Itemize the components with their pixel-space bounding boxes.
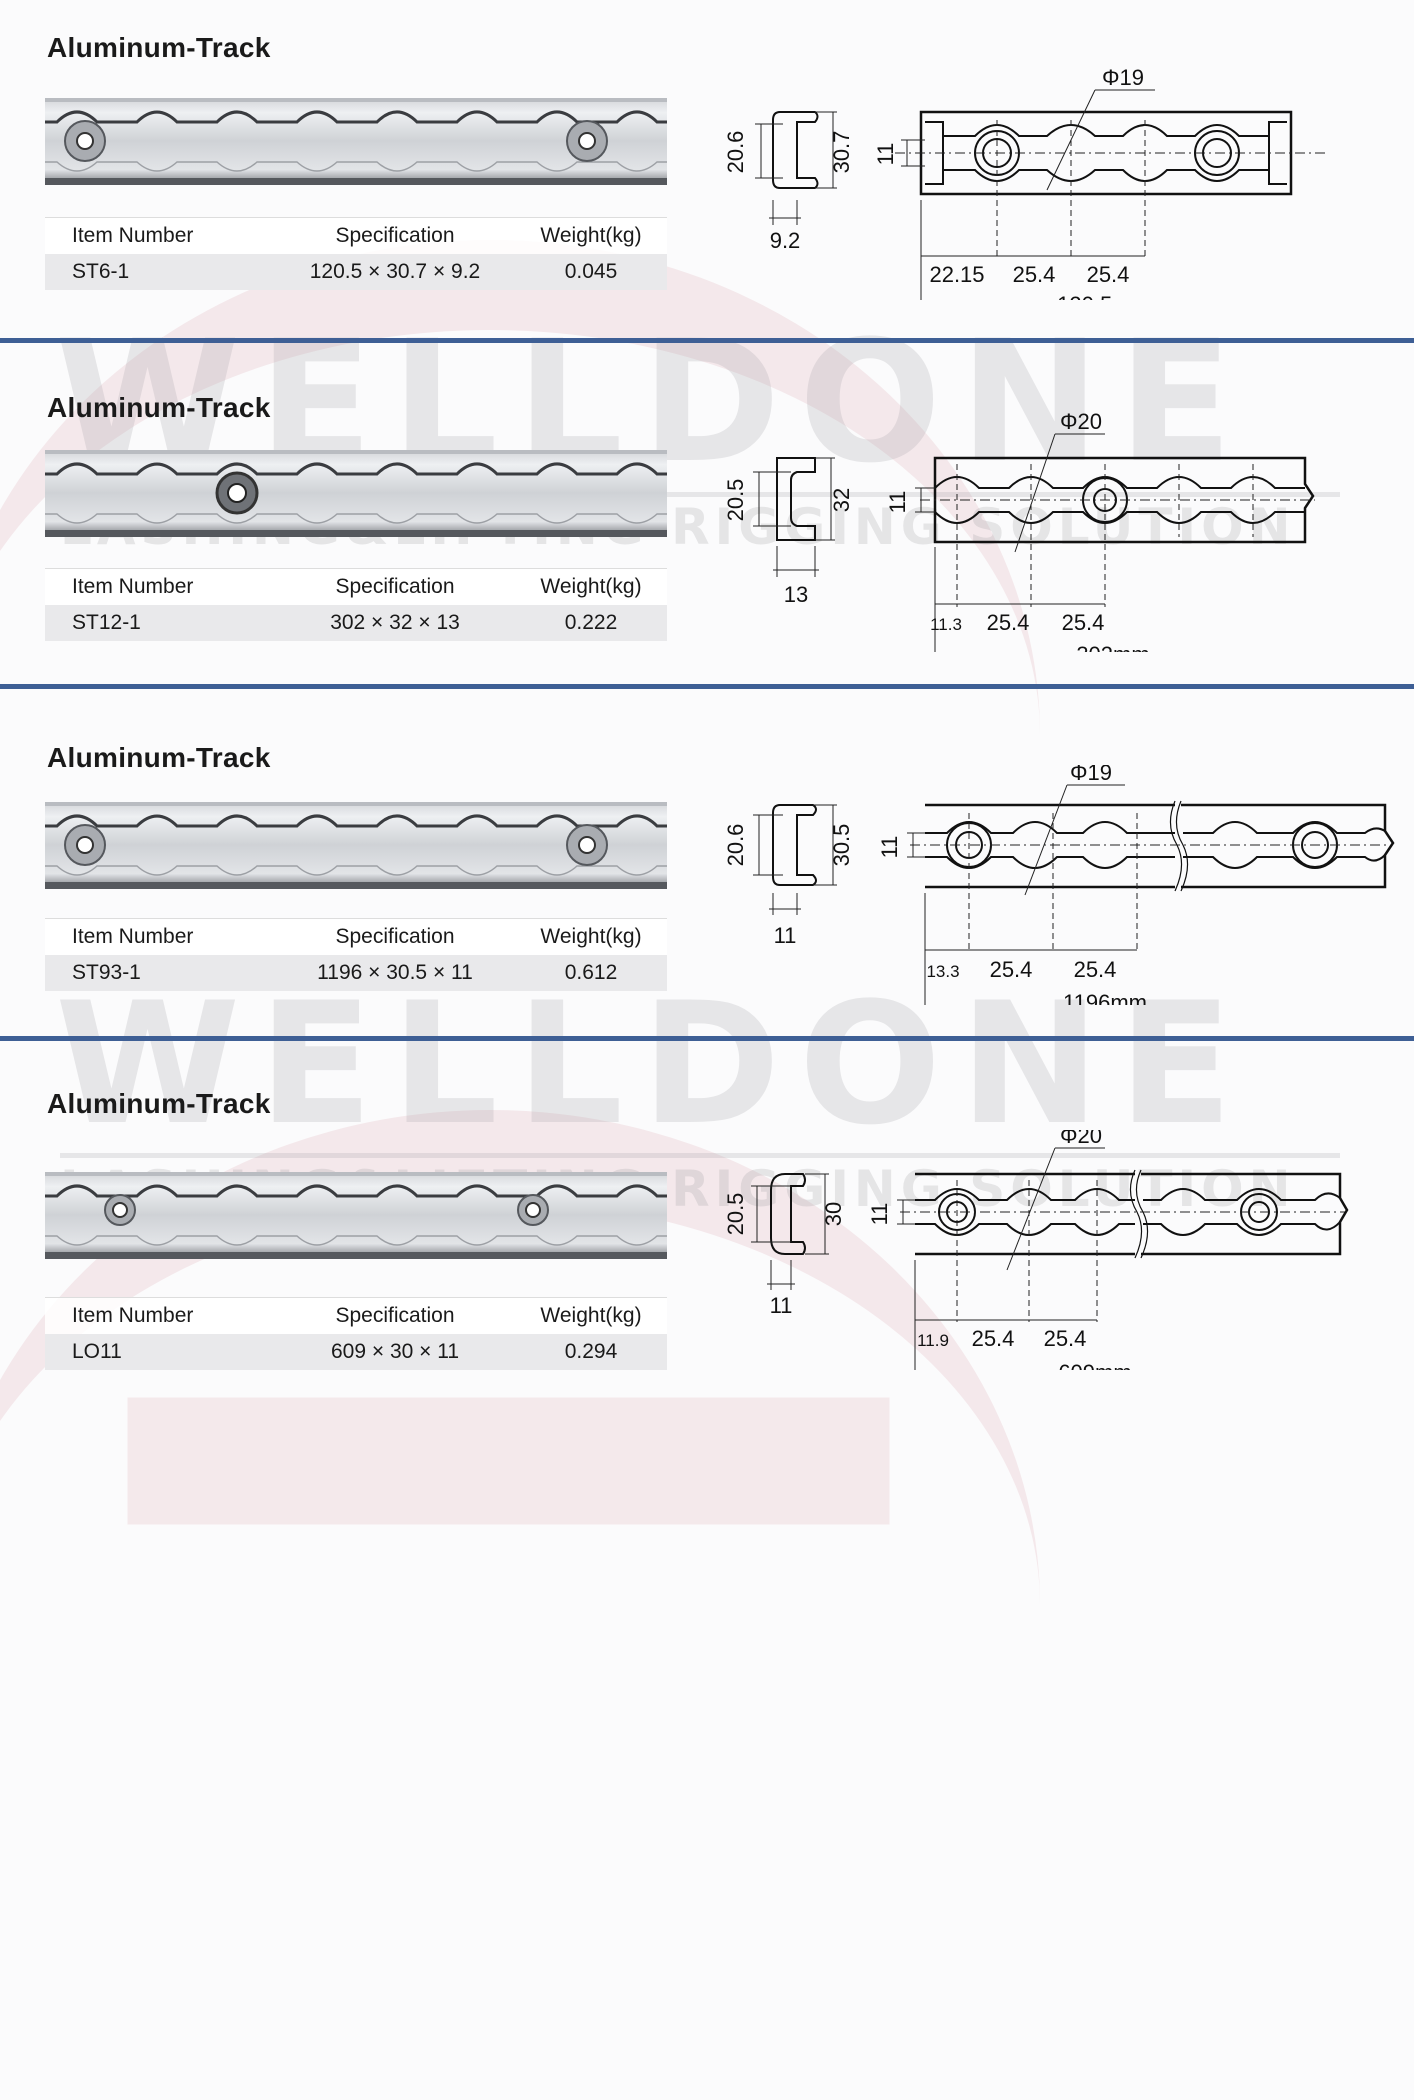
dim-profile-width: 11 [770,1293,793,1318]
dim-offset-first: 22.15 [929,262,984,287]
dim-profile-outer: 32 [829,488,854,512]
cell-weight: 0.045 [564,260,618,283]
technical-drawing: 20.6 30.5 11 11 Φ19 13.3 25.4 25.4 1196m… [725,765,1395,1005]
dim-total-length: 609mm [1058,1360,1131,1370]
table-row: ST12-1 302 × 32 × 13 0.222 [45,605,667,641]
dim-pitch-1: 25.4 [987,610,1030,635]
technical-drawing: 20.5 30 11 11 Φ20 11.9 25.4 25.4 609mm [725,1130,1349,1370]
cell-specification: 1196 × 30.5 × 11 [317,961,473,984]
spec-table: Item Number Specification Weight(kg) ST6… [45,217,667,290]
header-specification: Specification [335,1304,455,1327]
spec-table: Item Number Specification Weight(kg) LO1… [45,1297,667,1370]
cell-item-number: ST12-1 [72,611,141,634]
table-row: ST93-1 1196 × 30.5 × 11 0.612 [45,955,667,991]
cell-specification: 609 × 30 × 11 [330,1340,460,1363]
profile-cross-section [770,1173,806,1255]
dim-hole-diameter: Φ19 [1102,65,1144,90]
section-title: Aluminum-Track [47,742,271,773]
profile-cross-section [772,804,817,886]
track-plan-outline [925,803,1395,889]
profile-cross-section [776,457,816,541]
track-photo [45,1170,667,1261]
header-specification: Specification [335,224,455,247]
section-divider [0,1036,1414,1041]
dim-profile-inner: 20.5 [725,479,748,522]
header-weight: Weight(kg) [540,575,642,598]
dim-pitch-1: 25.4 [972,1326,1015,1351]
table-header: Item Number Specification Weight(kg) [45,217,667,254]
dim-pitch-2: 25.4 [1044,1326,1087,1351]
table-header: Item Number Specification Weight(kg) [45,918,667,955]
profile-cross-section [772,111,819,189]
header-item-number: Item Number [72,224,194,247]
dim-profile-width: 11 [774,923,797,948]
cell-item-number: ST93-1 [72,961,141,984]
dim-slot-width: 11 [867,1203,892,1226]
dim-profile-inner: 20.6 [725,824,748,867]
cell-item-number: ST6-1 [72,260,130,283]
cell-weight: 0.222 [564,611,618,634]
cell-specification: 120.5 × 30.7 × 9.2 [309,260,481,283]
header-item-number: Item Number [72,925,194,948]
dim-pitch-1: 25.4 [990,957,1033,982]
header-weight: Weight(kg) [540,925,642,948]
spec-table: Item Number Specification Weight(kg) ST1… [45,568,667,641]
watermark-brand-2: WELLDONE [55,966,1251,1162]
dim-offset-first: 11.9 [917,1331,949,1350]
track-plan-outline [933,456,1315,544]
dim-offset-first: 13.3 [926,962,959,981]
section-divider [0,684,1414,689]
section-title: Aluminum-Track [47,32,271,63]
dim-total-length: 120.5mm [1057,292,1149,300]
watermark-underline [60,492,1340,497]
header-weight: Weight(kg) [540,224,642,247]
section-title: Aluminum-Track [47,392,271,423]
track-photo [45,448,667,539]
section-divider [0,338,1414,343]
cell-item-number: LO11 [72,1340,122,1363]
dim-slot-width: 11 [885,491,910,514]
dim-hole-diameter: Φ20 [1060,412,1102,434]
header-specification: Specification [335,575,455,598]
header-item-number: Item Number [72,1304,194,1327]
track-photo [45,800,667,891]
table-row: LO11 609 × 30 × 11 0.294 [45,1334,667,1370]
table-header: Item Number Specification Weight(kg) [45,568,667,605]
dim-pitch-2: 25.4 [1062,610,1105,635]
header-specification: Specification [335,925,455,948]
dim-profile-outer: 30.7 [829,131,854,174]
dim-hole-diameter: Φ20 [1060,1130,1102,1148]
dim-profile-inner: 20.6 [725,131,748,174]
dim-profile-inner: 20.5 [725,1193,748,1236]
technical-drawing: 20.5 32 13 11 Φ20 11.3 25.4 25.4 302mm [725,412,1315,652]
dim-total-length: 1196mm [1063,990,1147,1005]
cell-specification: 302 × 32 × 13 [330,611,460,634]
spec-table: Item Number Specification Weight(kg) ST9… [45,918,667,991]
dim-hole-diameter: Φ19 [1070,765,1112,785]
watermark-underline-2 [60,1153,1340,1158]
dim-profile-outer: 30 [821,1202,846,1226]
dim-pitch-2: 25.4 [1087,262,1130,287]
table-row: ST6-1 120.5 × 30.7 × 9.2 0.045 [45,254,667,290]
dim-profile-width: 13 [784,582,808,607]
dim-offset-first: 11.3 [930,615,962,634]
cell-weight: 0.294 [564,1340,618,1363]
track-plan-outline [915,1172,1349,1256]
dim-slot-width: 11 [873,143,898,166]
dim-pitch-2: 25.4 [1074,957,1117,982]
table-header: Item Number Specification Weight(kg) [45,1297,667,1334]
cell-weight: 0.612 [564,961,618,984]
dim-profile-width: 9.2 [770,228,801,253]
track-photo [45,96,667,187]
dim-profile-outer: 30.5 [829,824,854,867]
section-title: Aluminum-Track [47,1088,271,1119]
technical-drawing: 20.6 30.7 9.2 11 Φ19 22.15 25.4 25.4 120… [725,65,1325,300]
dim-pitch-1: 25.4 [1013,262,1056,287]
header-weight: Weight(kg) [540,1304,642,1327]
dim-slot-width: 11 [877,836,902,859]
dim-total-length: 302mm [1076,642,1149,652]
header-item-number: Item Number [72,575,194,598]
